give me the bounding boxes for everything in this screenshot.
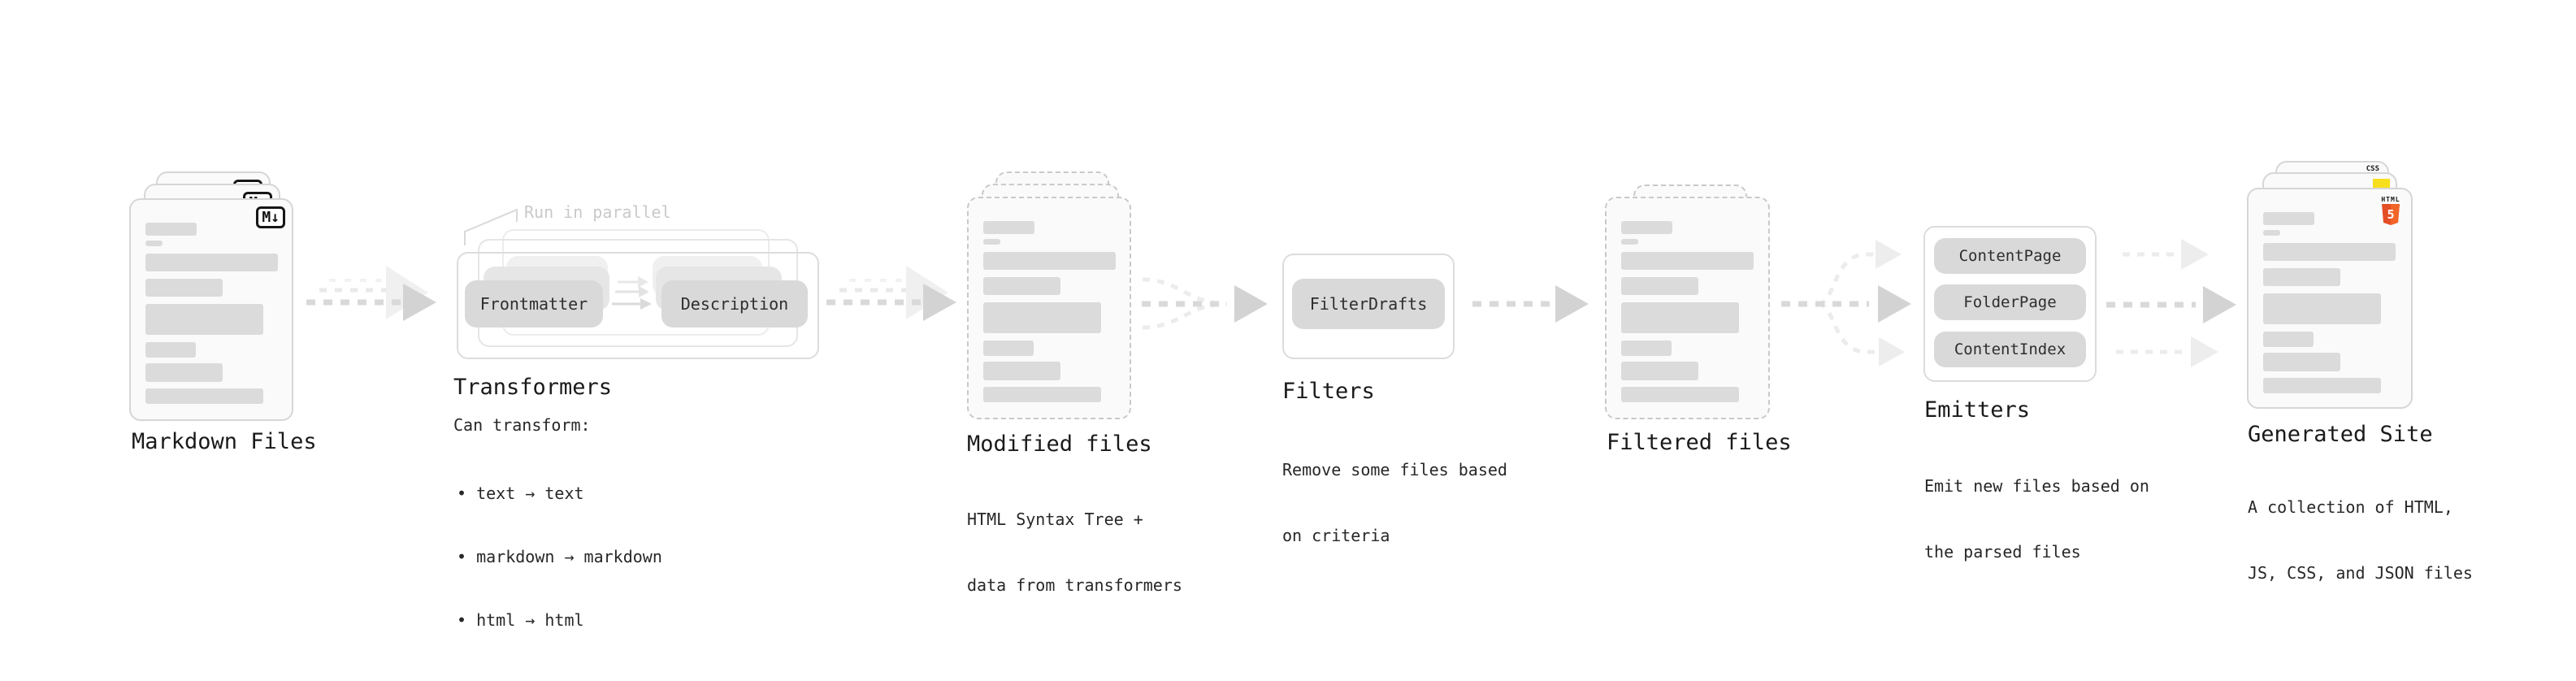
arrow-emitters-to-site bbox=[2106, 239, 2236, 367]
contentindex-pill: ContentIndex bbox=[1934, 332, 2086, 367]
desc-line: on criteria bbox=[1282, 526, 1390, 545]
generated-site-desc: A collection of HTML, JS, CSS, and JSON … bbox=[2248, 453, 2473, 628]
filters-title: Filters bbox=[1282, 379, 1375, 404]
desc-line: Emit new files based on bbox=[1924, 476, 2149, 496]
document-placeholder-lines bbox=[131, 200, 292, 404]
bullet-item: • html → html bbox=[457, 610, 584, 630]
transformers-bullet-list: • text → text • markdown → markdown • ht… bbox=[457, 440, 662, 673]
modified-files-desc: HTML Syntax Tree + data from transformer… bbox=[967, 465, 1182, 640]
html5-icon: HTML 5 bbox=[2380, 196, 2401, 229]
svg-text:5: 5 bbox=[2387, 207, 2394, 222]
desc-line: A collection of HTML, bbox=[2248, 497, 2453, 517]
markdown-file-card-front: M↓ bbox=[129, 198, 293, 421]
modified-file-card-front bbox=[967, 197, 1131, 419]
document-placeholder-lines bbox=[1607, 198, 1768, 402]
arrow-filtered-to-emitters bbox=[1781, 240, 1911, 367]
transformers-title: Transformers bbox=[453, 375, 613, 400]
document-placeholder-lines bbox=[969, 198, 1130, 402]
filters-desc: Remove some files based on criteria bbox=[1282, 415, 1507, 591]
arrow-markdown-to-transformers bbox=[306, 266, 436, 321]
filterdrafts-pill: FilterDrafts bbox=[1292, 279, 1445, 329]
markdown-icon: M↓ bbox=[256, 206, 285, 228]
frontmatter-pill: Frontmatter bbox=[465, 280, 603, 327]
site-card-html: HTML 5 bbox=[2247, 188, 2413, 409]
markdown-files-title: Markdown Files bbox=[132, 429, 317, 454]
transformers-desc-heading: Can transform: bbox=[453, 415, 591, 435]
modified-files-title: Modified files bbox=[967, 432, 1152, 457]
js-icon bbox=[2373, 179, 2390, 189]
description-pill: Description bbox=[661, 280, 808, 327]
document-placeholder-lines bbox=[2249, 189, 2411, 393]
arrow-modified-to-filters bbox=[1142, 277, 1268, 330]
bullet-item: • markdown → markdown bbox=[457, 547, 662, 566]
contentpage-pill: ContentPage bbox=[1934, 238, 2086, 274]
bullet-item: • text → text bbox=[457, 484, 584, 503]
arrow-filters-to-filtered bbox=[1472, 285, 1589, 323]
desc-line: JS, CSS, and JSON files bbox=[2248, 563, 2473, 583]
folderpage-pill: FolderPage bbox=[1934, 284, 2086, 320]
filtered-file-card-front bbox=[1605, 197, 1770, 419]
run-in-parallel-note: Run in parallel bbox=[524, 202, 671, 222]
arrow-transformers-to-modified bbox=[826, 266, 956, 321]
emitters-title: Emitters bbox=[1924, 397, 2031, 423]
transformer-frame-front bbox=[457, 252, 819, 359]
desc-line: Remove some files based bbox=[1282, 460, 1507, 479]
generated-site-title: Generated Site bbox=[2248, 422, 2433, 447]
desc-line: data from transformers bbox=[967, 575, 1182, 595]
filtered-files-title: Filtered files bbox=[1607, 430, 1792, 455]
desc-line: the parsed files bbox=[1924, 542, 2081, 562]
desc-line: HTML Syntax Tree + bbox=[967, 510, 1143, 529]
emitters-desc: Emit new files based on the parsed files bbox=[1924, 432, 2149, 607]
